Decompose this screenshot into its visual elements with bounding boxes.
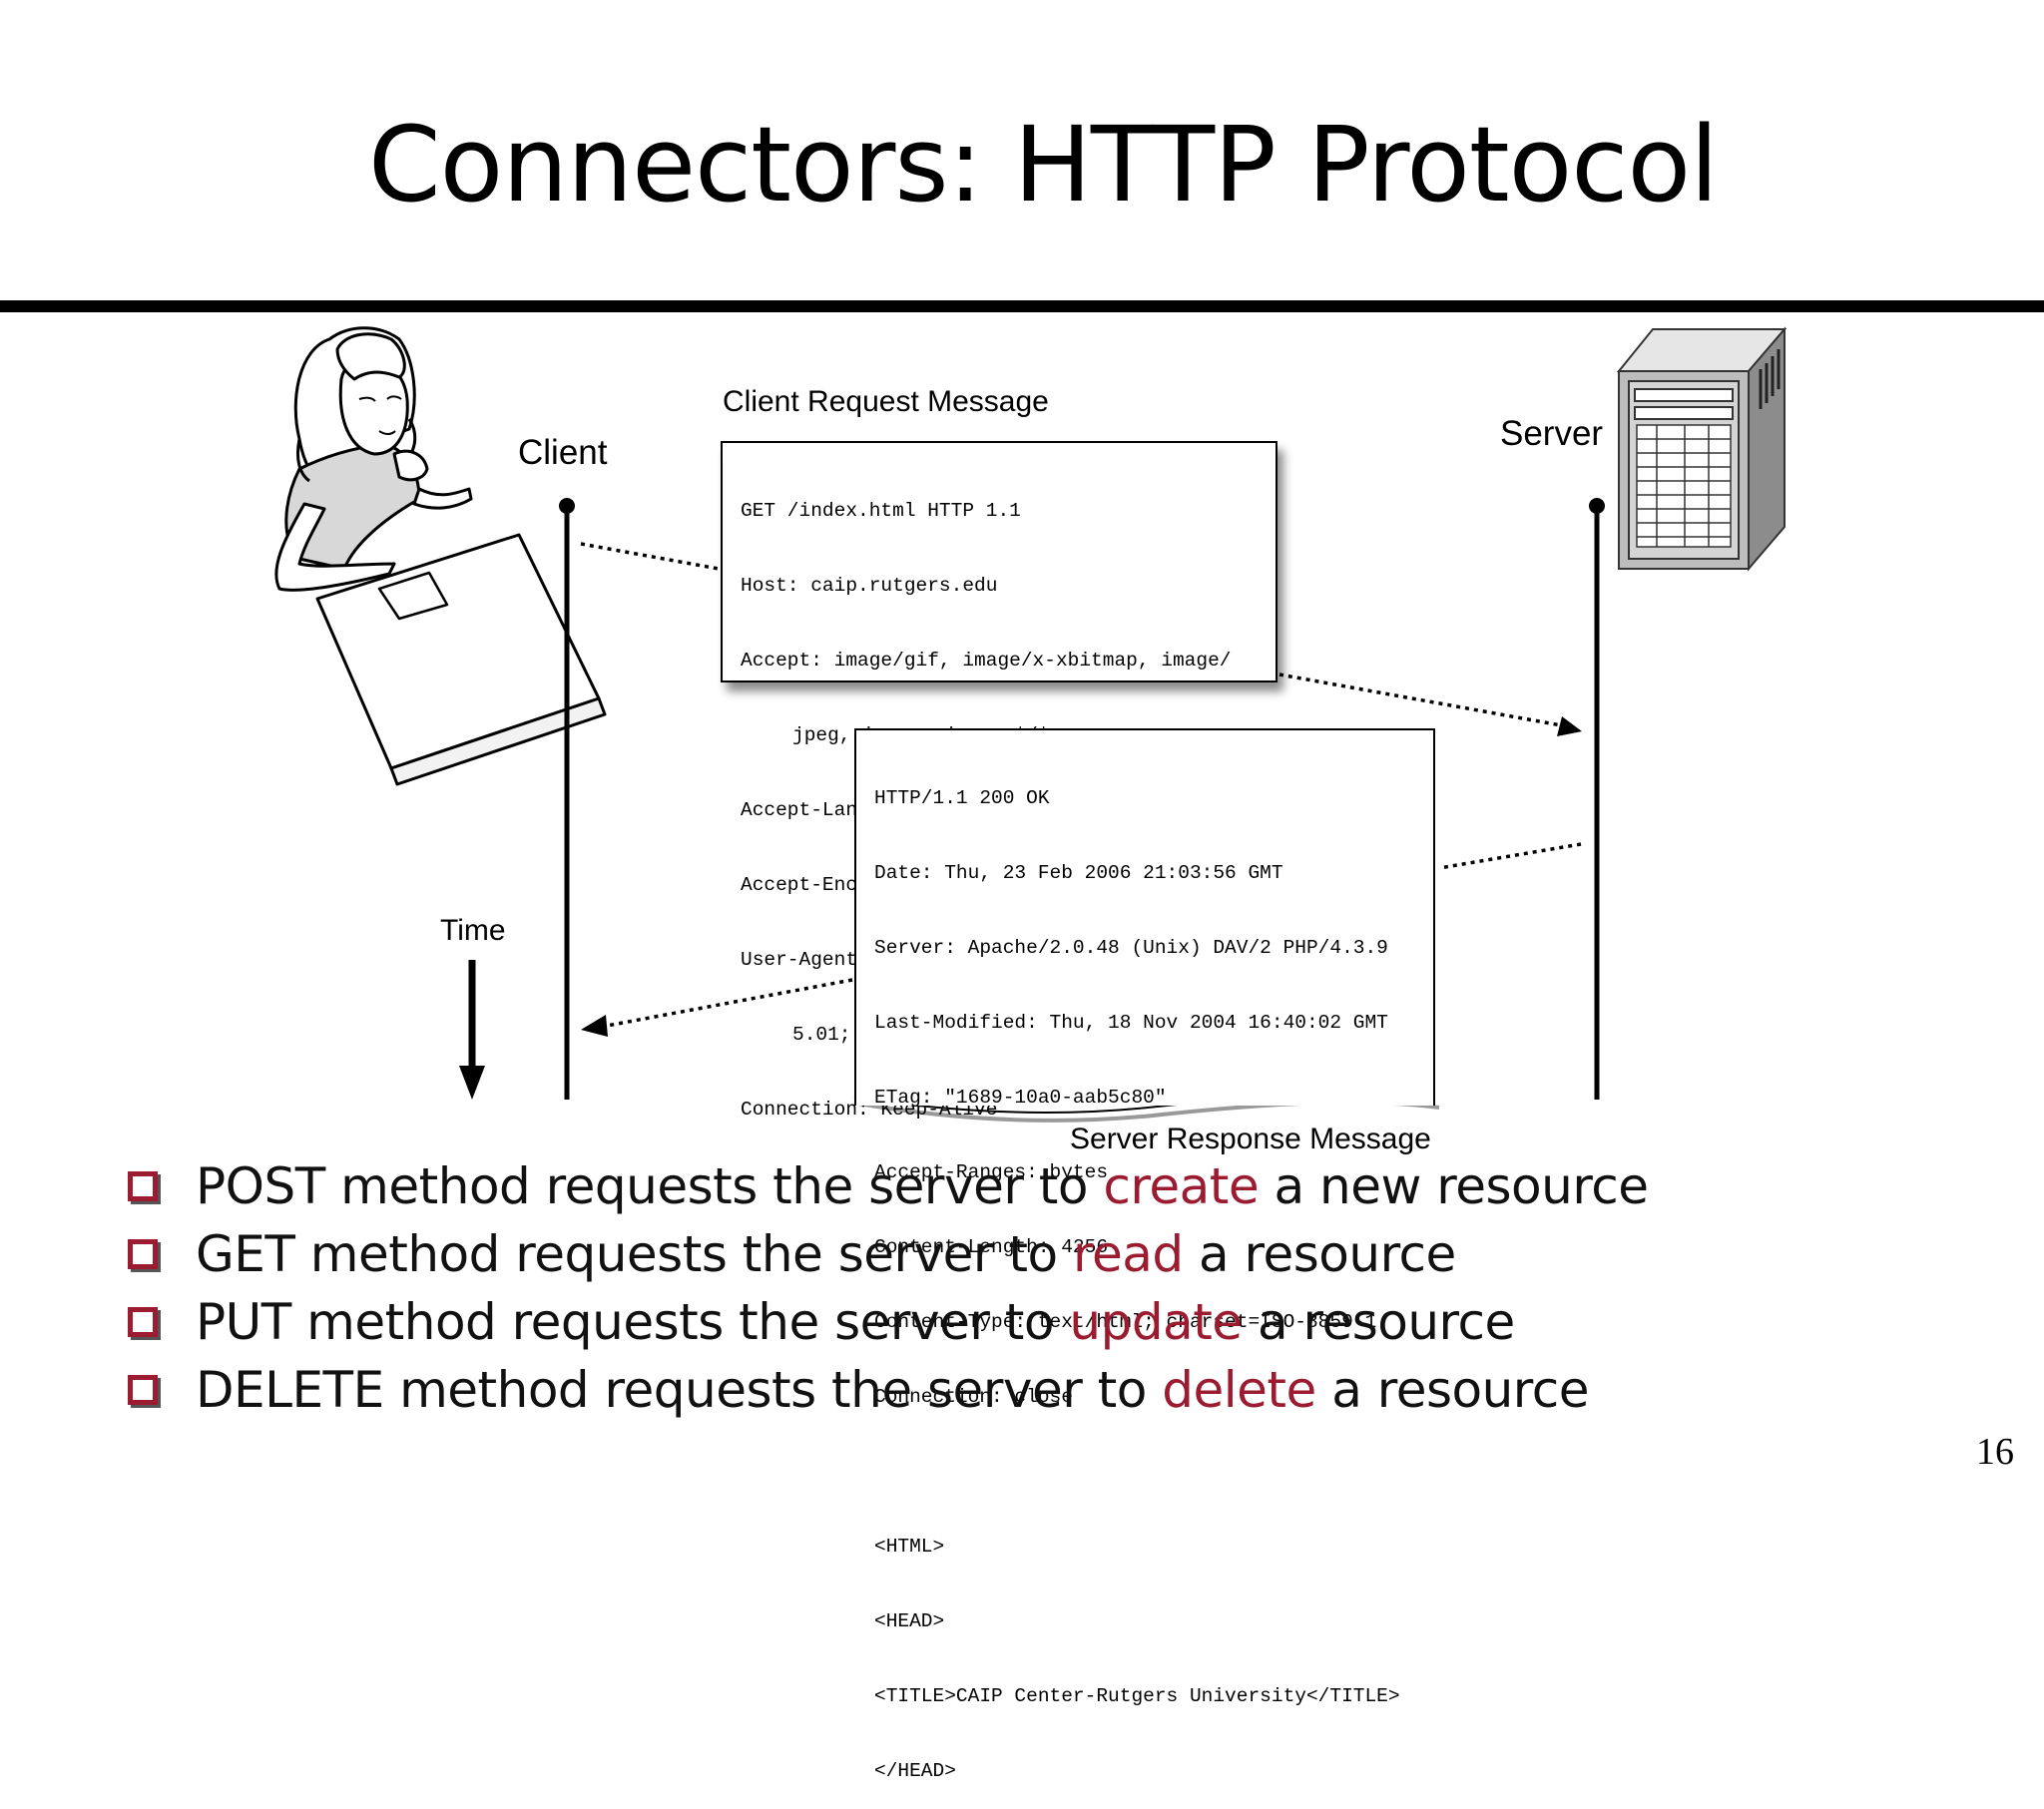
bullet-highlight: create [1103, 1157, 1260, 1215]
method-bullet-list: POST method requests the server to creat… [128, 1152, 1924, 1424]
request-caption: Client Request Message [723, 385, 1049, 418]
bullet-prefix: GET method requests the server to [196, 1225, 1073, 1283]
bullet-delete: DELETE method requests the server to del… [128, 1356, 1924, 1424]
bullet-put: PUT method requests the server to update… [128, 1288, 1924, 1356]
bullet-suffix: a new resource [1259, 1157, 1650, 1215]
http-sequence-diagram [274, 326, 1788, 1123]
response-line: <HEAD> [874, 1610, 945, 1632]
server-tower-icon [1616, 326, 1788, 572]
response-line: Accept-Ranges: bytes [874, 1161, 1109, 1183]
bullet-highlight: update [1069, 1293, 1243, 1351]
server-label: Server [1500, 414, 1604, 453]
checkbox-bullet-icon [128, 1307, 158, 1337]
bullet-text: POST method requests the server to creat… [196, 1157, 1649, 1215]
response-arrow [606, 842, 1582, 1028]
slide-title: Connectors: HTTP Protocol [368, 104, 1719, 226]
client-label: Client [518, 433, 608, 472]
request-line: Host: caip.rutgers.edu [741, 575, 998, 597]
bullet-suffix: a resource [1315, 1361, 1589, 1419]
request-arrowhead [1557, 716, 1582, 736]
response-line: <TITLE>CAIP Center-Rutgers University</T… [874, 1685, 1400, 1707]
response-caption: Server Response Message [1070, 1123, 1431, 1155]
bullet-prefix: PUT method requests the server to [196, 1293, 1070, 1351]
bullet-post: POST method requests the server to creat… [128, 1152, 1924, 1220]
response-line: Content-Type: text/html; charset=ISO-885… [874, 1311, 1377, 1333]
bullet-highlight: read [1072, 1225, 1184, 1283]
response-line: HTTP/1.1 200 OK [874, 787, 1050, 809]
response-line: Server: Apache/2.0.48 (Unix) DAV/2 PHP/4… [874, 937, 1388, 959]
bullet-get: GET method requests the server to read a… [128, 1220, 1924, 1288]
response-line: <HTML> [874, 1536, 945, 1558]
bullet-suffix: a resource [1183, 1225, 1456, 1283]
response-line: Last-Modified: Thu, 18 Nov 2004 16:40:02… [874, 1012, 1388, 1034]
client-request-message: GET /index.html HTTP 1.1 Host: caip.rutg… [721, 441, 1278, 1121]
response-line: Content-Length: 4256 [874, 1236, 1109, 1258]
title-divider [0, 300, 2044, 312]
response-line: Date: Thu, 23 Feb 2006 21:03:56 GMT [874, 862, 1283, 884]
response-line: ETag: "1689-10a0-aab5c80" [874, 1087, 1167, 1109]
server-response-message: HTTP/1.1 200 OK Date: Thu, 23 Feb 2006 2… [854, 728, 1435, 1782]
checkbox-bullet-icon [128, 1239, 158, 1269]
bullet-prefix: DELETE method requests the server to [196, 1361, 1163, 1419]
time-label: Time [440, 914, 506, 947]
response-line: Connection: close [874, 1386, 1073, 1408]
time-arrow [459, 960, 485, 1100]
response-arrowhead [581, 1015, 608, 1037]
server-lifeline [1589, 498, 1605, 1100]
request-line: GET /index.html HTTP 1.1 [741, 500, 1021, 522]
bullet-suffix: a resource [1242, 1293, 1515, 1351]
person-with-laptop-icon [274, 326, 607, 786]
request-arrow [580, 542, 1568, 728]
page-number: 16 [1976, 1431, 2014, 1473]
client-lifeline [559, 498, 575, 1100]
bullet-highlight: delete [1162, 1361, 1316, 1419]
bullet-prefix: POST method requests the server to [196, 1157, 1104, 1215]
bullet-text: PUT method requests the server to update… [196, 1293, 1515, 1351]
response-line: ​ [874, 1460, 1415, 1485]
bullet-text: GET method requests the server to read a… [196, 1225, 1456, 1283]
response-line: </HEAD> [874, 1760, 956, 1782]
bullet-text: DELETE method requests the server to del… [196, 1361, 1590, 1419]
request-line: Accept: image/gif, image/x-xbitmap, imag… [741, 650, 1232, 672]
checkbox-bullet-icon [128, 1171, 158, 1201]
checkbox-bullet-icon [128, 1375, 158, 1405]
